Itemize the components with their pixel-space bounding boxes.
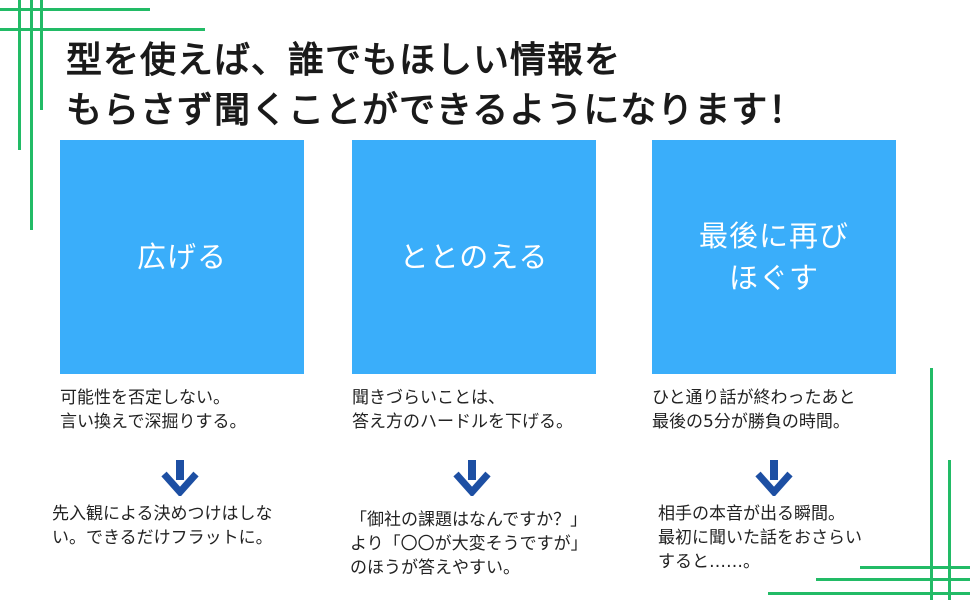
step-card-totonoeru: ととのえる: [352, 140, 596, 374]
step-result: 相手の本音が出る瞬間。 最初に聞いた話をおさらい すると……。: [658, 504, 862, 572]
decorative-line: [948, 460, 951, 600]
step-description: 可能性を否定しない。 言い換えで深掘りする。: [60, 388, 247, 432]
decorative-line: [930, 368, 933, 600]
step-card-hogusu: 最後に再び ほぐす: [652, 140, 896, 374]
down-arrow-icon: [755, 460, 793, 496]
title-line-2: もらさず聞くことができるようになります！: [66, 90, 806, 131]
step-card-hirogeru: 広げる: [60, 140, 304, 374]
step-card-label: ととのえる: [399, 240, 549, 274]
page-title: 型を使えば、誰でもほしい情報を もらさず聞くことができるようになります！: [66, 36, 946, 136]
decorative-line: [40, 0, 43, 110]
decorative-line: [30, 0, 33, 230]
decorative-line: [0, 28, 205, 31]
step-card-label: 広げる: [136, 240, 227, 274]
title-line-1: 型を使えば、誰でもほしい情報を: [66, 40, 622, 81]
decorative-line: [860, 566, 970, 569]
step-card-label: 最後に再び ほぐす: [698, 219, 849, 295]
step-description: 聞きづらいことは、 答え方のハードルを下げる。: [352, 388, 573, 432]
step-result: 先入観による決めつけはしな い。できるだけフラットに。: [52, 504, 273, 548]
down-arrow-icon: [453, 460, 491, 496]
step-result: 「御社の課題はなんですか？」 より「〇〇が大変そうですが」 のほうが答えやすい。: [350, 510, 588, 578]
down-arrow-icon: [161, 460, 199, 496]
step-description: ひと通り話が終わったあと 最後の5分が勝負の時間。: [652, 388, 856, 432]
decorative-line: [18, 0, 21, 150]
decorative-line: [816, 578, 970, 581]
decorative-line: [0, 8, 150, 11]
decorative-line: [768, 592, 970, 595]
